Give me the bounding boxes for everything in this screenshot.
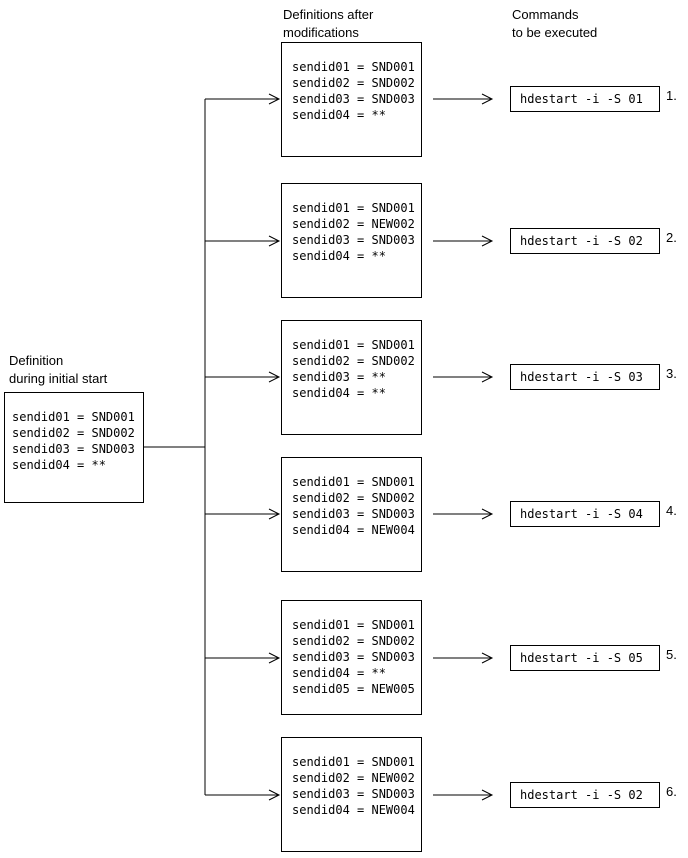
initial-definition-box: sendid01 = SND001 sendid02 = SND002 send… — [4, 392, 144, 503]
definition-box-3: sendid01 = SND001 sendid02 = SND002 send… — [281, 320, 422, 435]
definition-box-4: sendid01 = SND001 sendid02 = SND002 send… — [281, 457, 422, 572]
row-number-2: 2. — [666, 230, 677, 245]
command-box-1: hdestart -i -S 01 — [510, 86, 660, 112]
command-box-4: hdestart -i -S 04 — [510, 501, 660, 527]
commands-column-header: Commands to be executed — [512, 7, 598, 40]
row-number-6: 6. — [666, 784, 677, 799]
definition-box-1: sendid01 = SND001 sendid02 = SND002 send… — [281, 42, 422, 157]
row-number-3: 3. — [666, 366, 677, 381]
command-box-2: hdestart -i -S 02 — [510, 228, 660, 254]
definition-box-5: sendid01 = SND001 sendid02 = SND002 send… — [281, 600, 422, 715]
definition-box-6: sendid01 = SND001 sendid02 = NEW002 send… — [281, 737, 422, 852]
row-number-1: 1. — [666, 88, 677, 103]
command-box-3: hdestart -i -S 03 — [510, 364, 660, 390]
initial-definition-label: Definition during initial start — [9, 353, 108, 386]
row-number-5: 5. — [666, 647, 677, 662]
definitions-column-header: Definitions after modifications — [283, 7, 374, 40]
command-box-6: hdestart -i -S 02 — [510, 782, 660, 808]
row-number-4: 4. — [666, 503, 677, 518]
definition-box-2: sendid01 = SND001 sendid02 = NEW002 send… — [281, 183, 422, 298]
command-box-5: hdestart -i -S 05 — [510, 645, 660, 671]
